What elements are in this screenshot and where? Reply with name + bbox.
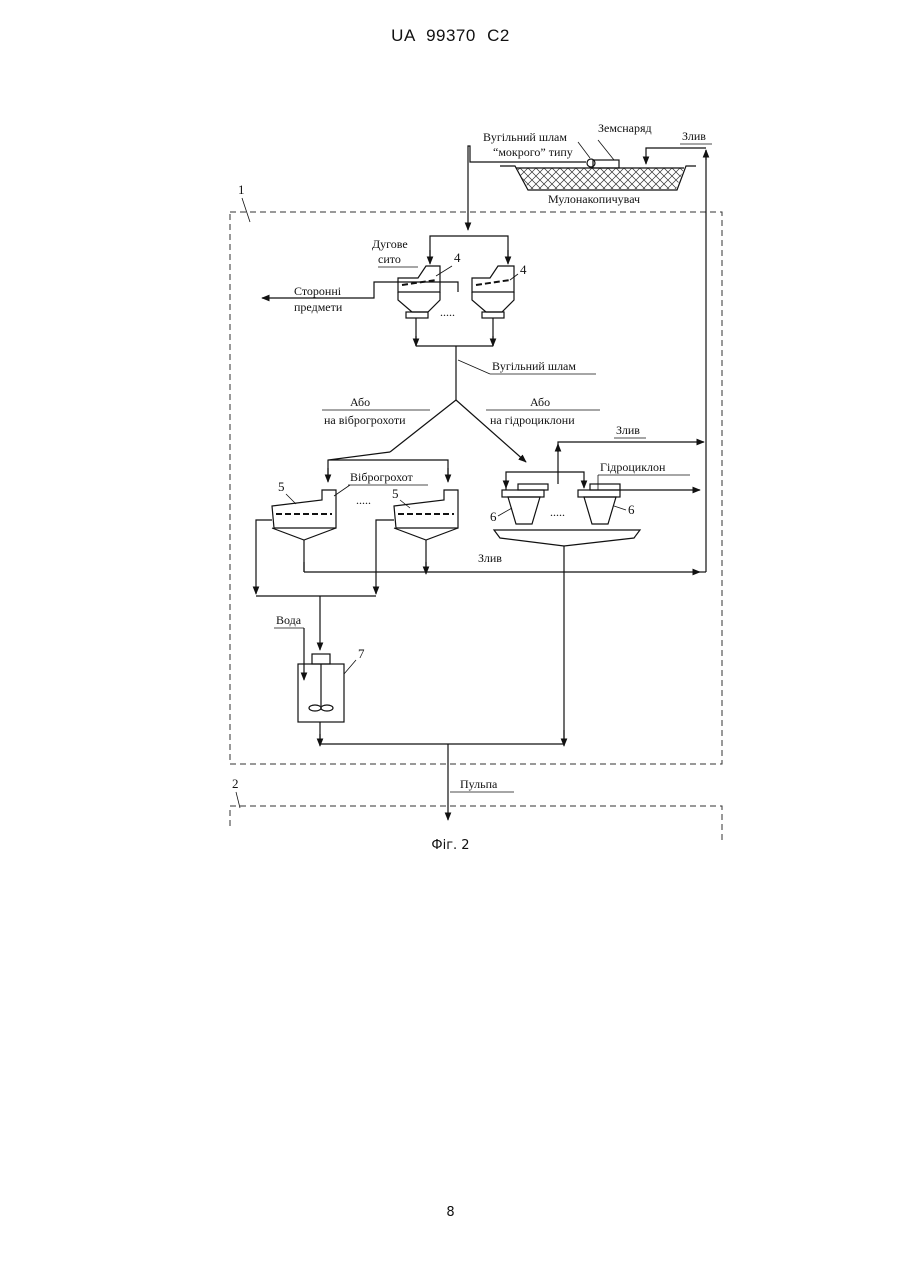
mixer-number: 7	[358, 646, 365, 661]
vibroscreen-left-outlet	[256, 520, 272, 594]
hydrocyclone-number-right: 6	[628, 502, 635, 517]
hydrocyclone-6-left	[502, 484, 548, 524]
mixer-tank-7	[298, 654, 344, 744]
region-2-boundary	[230, 806, 722, 840]
hydrocyclone-label: Гідроциклон	[600, 460, 666, 474]
hydrocyclone-collector	[494, 530, 640, 546]
or-left-label-2: на віброгрохоти	[324, 413, 406, 427]
arc-sieve-label-1: Дугове	[372, 237, 408, 251]
foreign-objects-label-2: предмети	[294, 300, 343, 314]
vibroscreen-label: Віброгрохот	[350, 470, 413, 484]
drain-mid-label: Злив	[478, 551, 502, 565]
drain-top-label: Злив	[682, 129, 706, 143]
arc-sieve-4-left	[398, 266, 440, 346]
region-1-number: 1	[238, 182, 245, 197]
figure-caption: Фіг. 2	[0, 838, 901, 853]
sludge-pond	[500, 166, 696, 190]
vibroscreen-5-left	[272, 490, 336, 572]
arc-sieve-number-left: 4	[454, 250, 461, 265]
dots-hydrocyclones: .....	[550, 505, 565, 519]
region-2-pointer	[236, 792, 240, 808]
or-right-label-2: на гідроциклони	[490, 413, 575, 427]
foreign-objects-label-1: Сторонні	[294, 284, 342, 298]
sludge-pond-label: Мулонакопичувач	[548, 192, 640, 206]
vibroscreen-number-right: 5	[392, 486, 399, 501]
dots-vibroscreens: .....	[356, 493, 371, 507]
coal-slurry-label: Вугільний шлам	[492, 359, 576, 373]
wet-slurry-label-2: “мокрого” типу	[493, 145, 573, 159]
wet-slurry-label-1: Вугільний шлам	[483, 130, 567, 144]
vibroscreen-5-right	[394, 490, 458, 572]
pulp-label: Пульпа	[460, 777, 498, 791]
region-2-number: 2	[232, 776, 239, 791]
drain-return-line	[646, 148, 706, 164]
page-number: 8	[0, 1205, 901, 1220]
arc-sieve-number-right: 4	[520, 262, 527, 277]
split-right	[456, 400, 526, 462]
region-1-pointer	[242, 198, 250, 222]
wet-slurry-leader	[578, 142, 590, 158]
dots-arc-sieves: .....	[440, 305, 455, 319]
arc-sieve-feed	[430, 236, 508, 262]
dredger	[587, 140, 619, 168]
hydrocyclone-6-right	[578, 484, 620, 524]
or-right-label-1: Або	[530, 395, 550, 409]
vibroscreen-number-left: 5	[278, 479, 285, 494]
dredger-label: Земснаряд	[598, 121, 652, 135]
or-left-label-1: Або	[350, 395, 370, 409]
hydrocyclone-number-left: 6	[490, 509, 497, 524]
vibroscreen-right-outlet	[376, 520, 394, 594]
water-label: Вода	[276, 613, 302, 627]
foreign-objects-line	[262, 282, 458, 298]
arc-sieve-4-right	[472, 266, 514, 346]
arc-sieve-label-2: сито	[378, 252, 401, 266]
drain-hc-label: Злив	[616, 423, 640, 437]
